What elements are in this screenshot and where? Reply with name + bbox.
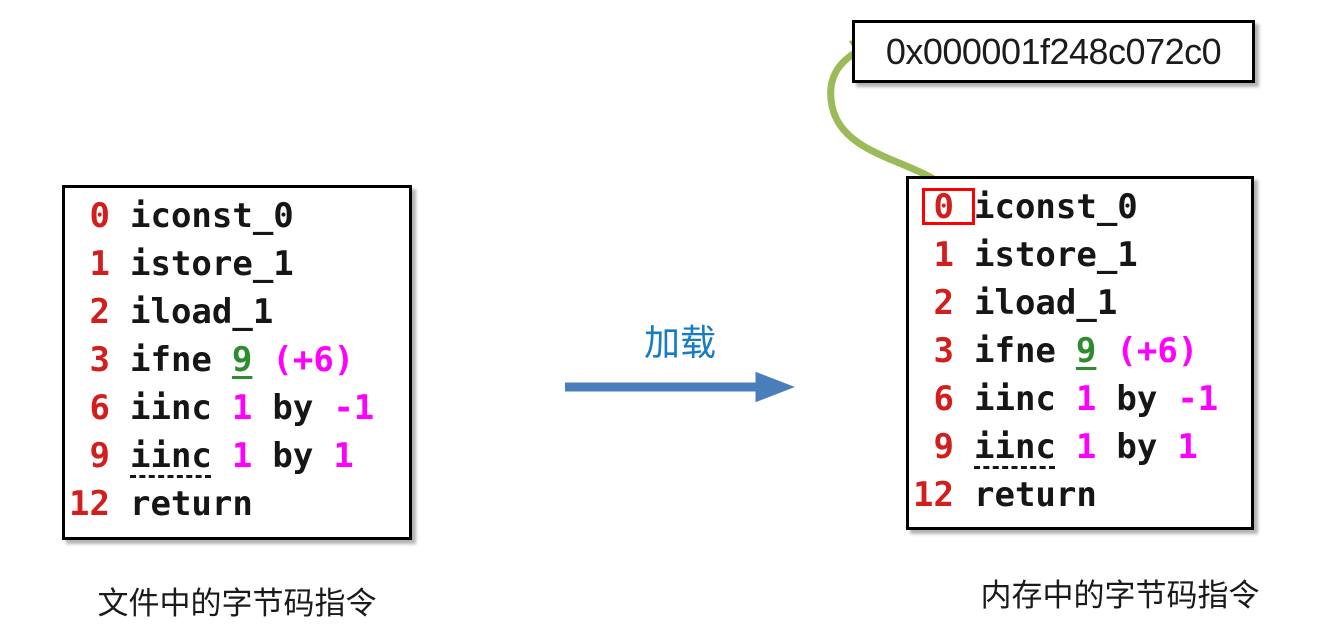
- instruction-token: iinc: [130, 436, 212, 476]
- code-line: 9 iinc 1 by 1: [65, 432, 409, 480]
- instruction-token: istore_1: [130, 244, 294, 284]
- code-line: 2 iload_1: [909, 279, 1251, 327]
- instruction-token: 1: [1177, 427, 1198, 467]
- instruction-token: iload_1: [974, 283, 1118, 323]
- instruction-token: return: [974, 475, 1097, 515]
- code-line: 0 iconst_0: [65, 192, 409, 240]
- instruction-token: -1: [333, 388, 375, 428]
- instruction-token: 1: [231, 388, 253, 428]
- instruction-token: iinc: [974, 379, 1056, 419]
- code-line: 6 iinc 1 by -1: [65, 384, 409, 432]
- line-number: 9: [89, 436, 110, 476]
- code-line: 12 return: [65, 480, 409, 528]
- line-number: 1: [933, 235, 954, 275]
- line-number: 2: [89, 292, 110, 332]
- instruction-token: iload_1: [130, 292, 274, 332]
- instruction-token: ifne: [130, 340, 212, 380]
- code-line: 9 iinc 1 by 1: [909, 423, 1251, 471]
- code-line: 6 iinc 1 by -1: [909, 375, 1251, 423]
- instruction-token: 1: [1075, 379, 1097, 419]
- instruction-token: istore_1: [974, 235, 1138, 275]
- memory-address-text: 0x000001f248c072c0: [885, 30, 1222, 72]
- code-line: 1 istore_1: [65, 240, 409, 288]
- file-box-caption: 文件中的字节码指令: [97, 586, 377, 621]
- code-line: 3 ifne 9 (+6): [909, 327, 1251, 375]
- line-number: 6: [933, 379, 954, 419]
- line-number: 12: [913, 475, 954, 515]
- instruction-token: ifne: [974, 331, 1056, 371]
- instruction-token: (+6): [272, 340, 355, 380]
- instruction-token: by: [272, 388, 314, 428]
- instruction-token: 1: [333, 436, 354, 476]
- file-bytecode-box: 0 iconst_0 1 istore_1 2 iload_1 3 ifne 9 (+6) 6 iin…: [62, 185, 412, 540]
- code-line: 2 iload_1: [65, 288, 409, 336]
- line-number: 6: [89, 388, 110, 428]
- instruction-token: -1: [1177, 379, 1219, 419]
- instruction-token: 9: [1075, 331, 1097, 371]
- instruction-token: 1: [1075, 427, 1097, 467]
- instruction-token: by: [272, 436, 314, 476]
- instruction-token: (+6): [1116, 331, 1199, 371]
- line-number: 2: [933, 283, 954, 323]
- line-number: 0: [89, 196, 110, 236]
- instruction-token: by: [1116, 379, 1158, 419]
- line-number: 9: [933, 427, 954, 467]
- instruction-token: iinc: [974, 427, 1056, 467]
- line-number: 3: [933, 331, 954, 371]
- instruction-token: iconst_0: [974, 187, 1138, 227]
- instruction-token: by: [1116, 427, 1158, 467]
- code-line: 12 return: [909, 471, 1251, 519]
- code-line: 1 istore_1: [909, 231, 1251, 279]
- instruction-token: iinc: [130, 388, 212, 428]
- memory-address-box: 0x000001f248c072c0: [852, 20, 1255, 83]
- memory-box-caption: 内存中的字节码指令: [980, 578, 1260, 613]
- instruction-token: 1: [231, 436, 253, 476]
- instruction-token: return: [130, 484, 253, 524]
- line-number: 12: [69, 484, 110, 524]
- instruction-token: iconst_0: [130, 196, 294, 236]
- instruction-token: 9: [231, 340, 253, 380]
- line-number: 1: [89, 244, 110, 284]
- line-number: 3: [89, 340, 110, 380]
- line-number-highlighted: 0: [909, 183, 975, 231]
- load-arrow-label: 加载: [643, 322, 716, 363]
- code-line: 3 ifne 9 (+6): [65, 336, 409, 384]
